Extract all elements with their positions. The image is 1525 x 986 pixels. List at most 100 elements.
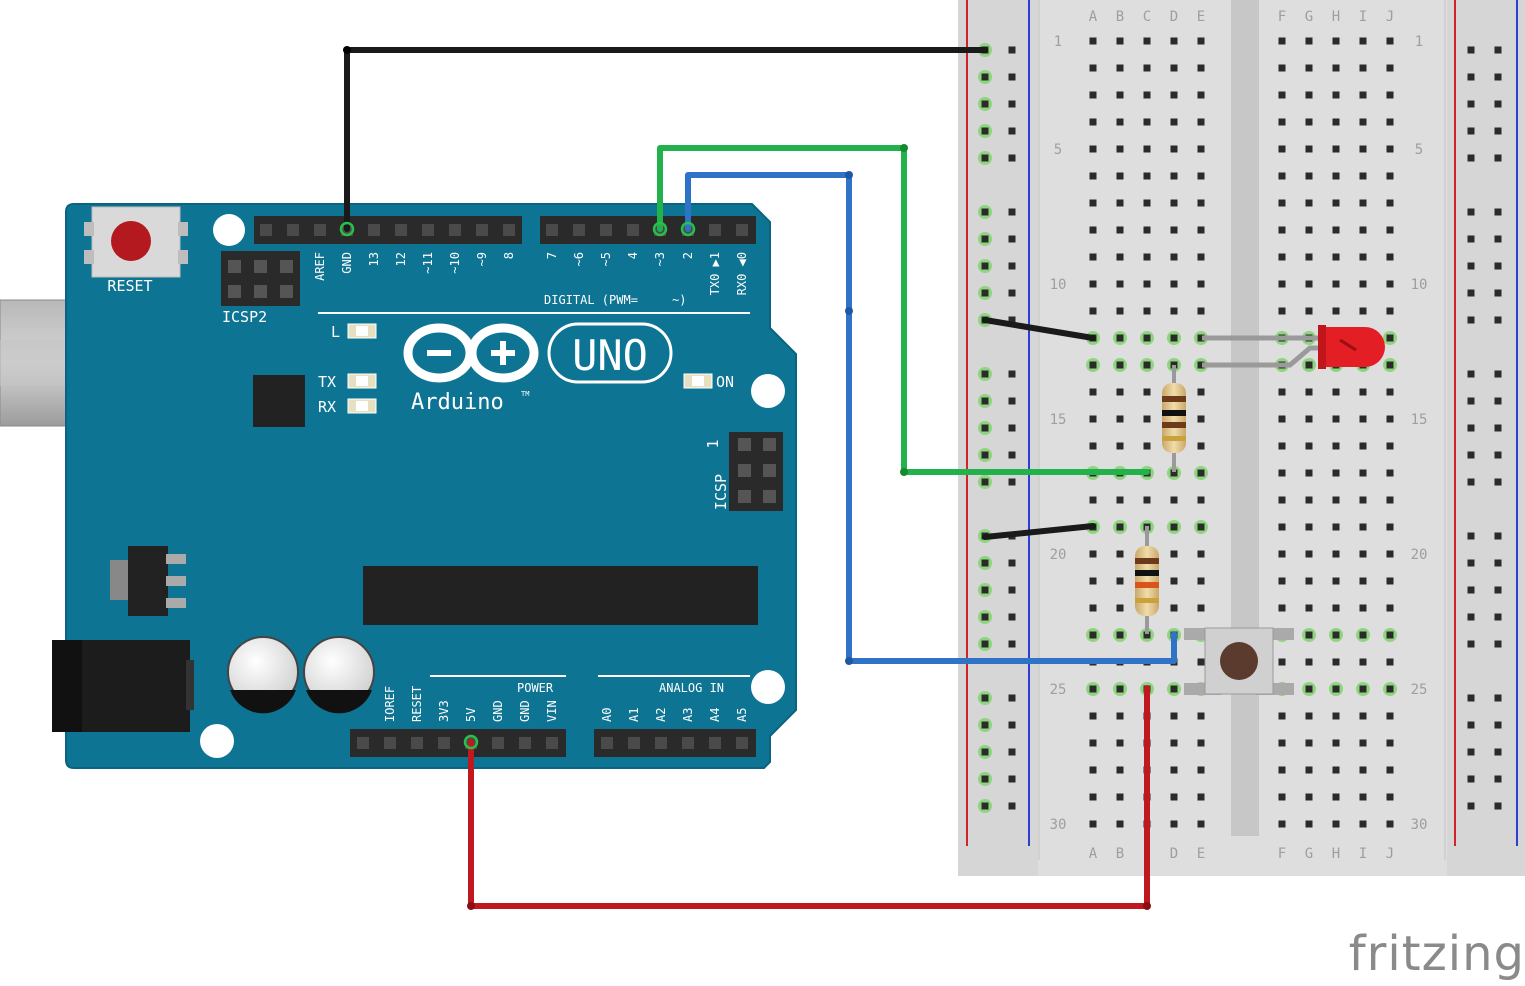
breadboard-hole	[1305, 145, 1313, 153]
breadboard-hole	[1467, 46, 1475, 54]
breadboard-hole	[1008, 694, 1016, 702]
breadboard-hole	[1197, 550, 1205, 558]
breadboard-hole	[978, 232, 992, 246]
breadboard-hole	[1278, 118, 1286, 126]
breadboard-hole	[1116, 253, 1124, 261]
breadboard-hole	[1467, 478, 1475, 486]
breadboard-hole	[1008, 721, 1016, 729]
breadboard-hole	[1197, 388, 1205, 396]
digital-pin-label: ~5	[599, 252, 613, 266]
breadboard-hole	[1116, 118, 1124, 126]
led-on	[683, 373, 713, 389]
breadboard-hole	[1008, 154, 1016, 162]
header-pin-hole	[422, 224, 434, 236]
breadboard-hole	[1278, 64, 1286, 72]
breadboard-hole	[1113, 331, 1127, 345]
breadboard-hole	[1494, 46, 1502, 54]
analog-label: ANALOG IN	[659, 681, 724, 695]
breadboard-hole	[1332, 766, 1340, 774]
breadboard-hole	[1008, 586, 1016, 594]
breadboard-hole	[1359, 793, 1367, 801]
breadboard-hole	[1143, 442, 1151, 450]
breadboard-hole	[1116, 604, 1124, 612]
breadboard-hole	[1359, 523, 1367, 531]
breadboard-hole	[1089, 739, 1097, 747]
breadboard-hole	[1143, 496, 1151, 504]
header-pin-hole	[682, 737, 694, 749]
digital-pin-label: ~10	[448, 252, 462, 274]
breadboard-hole	[1170, 172, 1178, 180]
breadboard-hole	[1356, 628, 1370, 642]
breadboard-hole	[1359, 766, 1367, 774]
breadboard-hole	[1329, 682, 1343, 696]
breadboard-hole	[1089, 388, 1097, 396]
header-pin-hole	[384, 737, 396, 749]
breadboard-hole	[1332, 469, 1340, 477]
breadboard-hole	[1143, 145, 1151, 153]
header-pin-hole	[314, 224, 326, 236]
breadboard-hole	[1008, 559, 1016, 567]
breadboard-hole	[1008, 289, 1016, 297]
led-tx-label: TX	[318, 373, 336, 391]
breadboard-hole	[1143, 118, 1151, 126]
digital-pin-label: ~9	[475, 252, 489, 266]
breadboard-hole	[1359, 712, 1367, 720]
breadboard-hole	[1008, 640, 1016, 648]
breadboard-hole	[1197, 253, 1205, 261]
breadboard-hole	[1194, 358, 1208, 372]
breadboard-hole	[1197, 766, 1205, 774]
resistor	[1135, 526, 1159, 634]
breadboard-hole	[1359, 64, 1367, 72]
breadboard-hole	[1359, 280, 1367, 288]
resistor	[1162, 365, 1186, 472]
breadboard-hole	[1140, 358, 1154, 372]
red-led	[1202, 325, 1385, 369]
digital-header-right	[540, 216, 756, 244]
header-pin-hole	[368, 224, 380, 236]
power-pin-label: IOREF	[383, 686, 397, 722]
breadboard-hole	[1113, 628, 1127, 642]
breadboard-hole	[1386, 523, 1394, 531]
breadboard-hole	[1143, 91, 1151, 99]
breadboard-hole	[1494, 208, 1502, 216]
breadboard-hole	[1086, 358, 1100, 372]
voltage-regulator	[110, 546, 186, 616]
breadboard-hole	[1302, 628, 1316, 642]
breadboard-hole	[1278, 253, 1286, 261]
breadboard-hole	[1305, 91, 1313, 99]
reset-button[interactable]	[84, 206, 188, 278]
header-pin-hole	[411, 737, 423, 749]
breadboard-hole	[1386, 118, 1394, 126]
breadboard-hole	[1359, 442, 1367, 450]
pushbutton[interactable]	[1184, 627, 1294, 695]
breadboard-hole	[1467, 370, 1475, 378]
breadboard-hole	[1359, 307, 1367, 315]
breadboard-hole	[1170, 37, 1178, 45]
power-pin-label: GND	[491, 700, 505, 722]
row-number: 10	[1411, 277, 1428, 293]
breadboard-hole	[1170, 712, 1178, 720]
breadboard-hole	[978, 745, 992, 759]
breadboard-hole	[1197, 172, 1205, 180]
breadboard-hole	[1359, 658, 1367, 666]
header-pin-hole	[655, 737, 667, 749]
breadboard-hole	[1467, 262, 1475, 270]
digital-pin-label: RX0 ◀0	[735, 252, 749, 295]
breadboard-hole	[1197, 91, 1205, 99]
wire-joint	[845, 307, 853, 315]
breadboard-hole	[1359, 550, 1367, 558]
breadboard-hole	[1167, 520, 1181, 534]
breadboard-hole	[1494, 397, 1502, 405]
wire-5v-to-button	[468, 685, 1150, 909]
column-label: E	[1197, 846, 1205, 862]
breadboard-hole	[1008, 748, 1016, 756]
breadboard-hole	[1494, 370, 1502, 378]
digital-pin-label: ~11	[421, 252, 435, 274]
breadboard-hole	[1170, 496, 1178, 504]
breadboard-hole	[1116, 415, 1124, 423]
breadboard-hole	[1467, 748, 1475, 756]
breadboard-hole	[1278, 469, 1286, 477]
row-number: 25	[1050, 682, 1067, 698]
